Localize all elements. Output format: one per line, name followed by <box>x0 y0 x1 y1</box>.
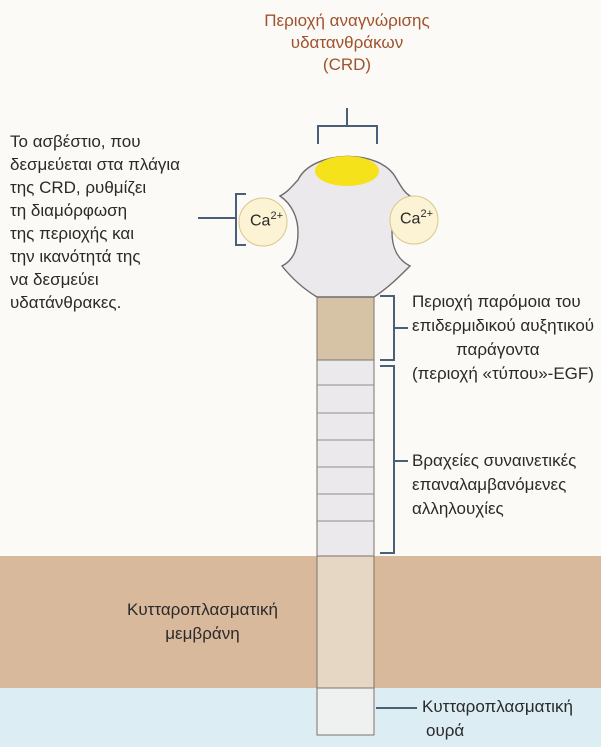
calcium-label-line: την ικανότητά της <box>10 245 180 268</box>
crd-label-line: Περιοχή αναγνώρισης <box>247 10 447 32</box>
calcium-label: Το ασβέστιο, που δεσμεύεται στα πλάγια τ… <box>10 130 180 314</box>
cytoplasmic-tail-segment <box>317 688 374 735</box>
crd-label-line: (CRD) <box>247 54 447 76</box>
carbohydrate-binding-site <box>315 156 379 186</box>
short-consensus-repeats <box>317 360 374 556</box>
egf-label-line: (περιοχή «τύπου»-EGF) <box>412 362 594 386</box>
calcium-ion-right-label: Ca2+ <box>400 208 433 228</box>
crd-label: Περιοχή αναγνώρισης υδατανθράκων (CRD) <box>247 10 447 76</box>
egf-like-domain <box>317 297 374 360</box>
egf-label-line: παράγοντα <box>412 338 594 362</box>
egf-label: Περιοχή παρόμοια του επιδερμιδικού αυξητ… <box>412 290 594 386</box>
calcium-label-line: της CRD, ρυθμίζει <box>10 176 180 199</box>
repeats-label-line: αλληλουχίες <box>412 497 576 521</box>
calcium-label-line: δεσμεύεται στα πλάγια <box>10 153 180 176</box>
calcium-label-line: τη διαμόρφωση <box>10 199 180 222</box>
tail-label-line: Κυτταροπλασματική <box>422 695 573 719</box>
membrane-label-line: μεμβράνη <box>127 622 278 646</box>
calcium-label-line: της περιοχής και <box>10 222 180 245</box>
egf-label-line: επιδερμιδικού αυξητικού <box>412 314 594 338</box>
membrane-label: Κυτταροπλασματική μεμβράνη <box>127 598 278 646</box>
egf-label-line: Περιοχή παρόμοια του <box>412 290 594 314</box>
crd-label-line: υδατανθράκων <box>247 32 447 54</box>
transmembrane-segment <box>317 556 374 688</box>
calcium-ion-left-label: Ca2+ <box>250 210 283 230</box>
membrane-label-line: Κυτταροπλασματική <box>127 598 278 622</box>
repeats-label: Βραχείες συναινετικές επαναλαμβανόμενες … <box>412 449 576 521</box>
tail-label: Κυτταροπλασματική ουρά <box>422 695 573 743</box>
calcium-label-line: Το ασβέστιο, που <box>10 130 180 153</box>
membrane-band <box>0 556 601 688</box>
calcium-label-line: να δεσμεύει <box>10 268 180 291</box>
repeats-label-line: επαναλαμβανόμενες <box>412 473 576 497</box>
tail-label-line: ουρά <box>422 719 573 743</box>
repeats-label-line: Βραχείες συναινετικές <box>412 449 576 473</box>
calcium-label-line: υδατάνθρακες. <box>10 291 180 314</box>
